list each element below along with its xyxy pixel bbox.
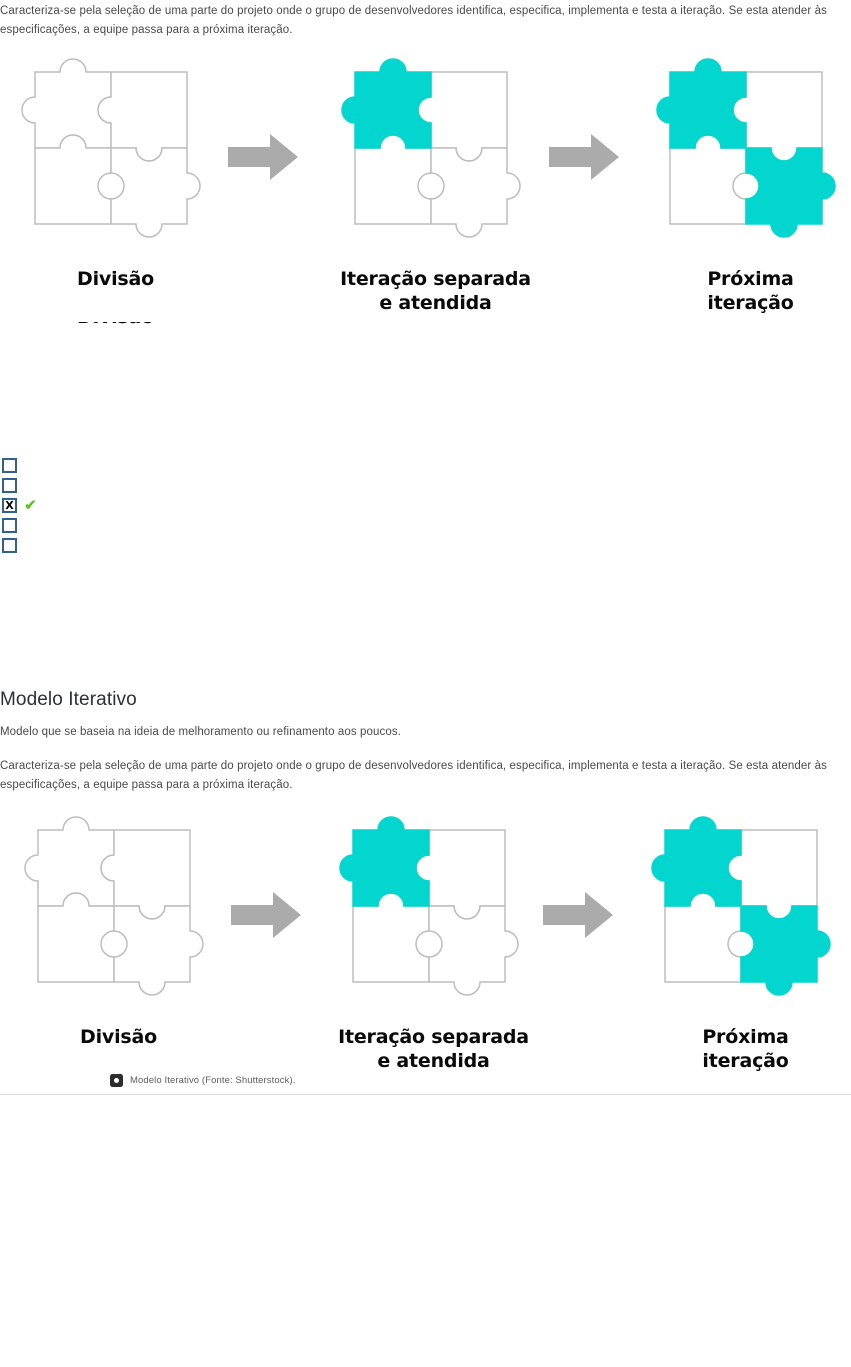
- puzzle-stage-3-proxima-iteracao-bottom: [638, 800, 851, 1022]
- puzzle-stage-3-proxima-iteracao: [643, 42, 851, 264]
- camera-icon: [110, 1074, 123, 1087]
- puzzle-label-divisao-top: Divisão: [77, 268, 154, 290]
- correct-answer-check-icon: ✔: [24, 495, 37, 514]
- arrow-right-icon-1: [228, 134, 298, 180]
- quiz-option-row-1[interactable]: [0, 455, 37, 475]
- label-line-2: e atendida: [379, 292, 492, 314]
- label-line-2: iteração: [702, 1050, 789, 1072]
- puzzle-stage-1-divisao-bottom: [11, 800, 226, 1022]
- quiz-options-list[interactable]: X ✔: [0, 455, 37, 555]
- section-heading-modelo-iterativo: Modelo Iterativo: [0, 689, 137, 710]
- quiz-checkbox-3[interactable]: X: [2, 497, 17, 513]
- puzzle-labels-bottom: Divisão Iteração separada e atendida Pró…: [0, 1025, 851, 1083]
- puzzle-stage-2-iteracao-separada: [328, 42, 543, 264]
- label-line-1: Próxima: [707, 268, 794, 290]
- quiz-checkbox-1[interactable]: [2, 457, 17, 473]
- label-line-1: Iteração separada: [340, 268, 531, 290]
- clipped-label-text: Divisão: [8, 322, 223, 329]
- quiz-option-row-3[interactable]: X ✔: [0, 495, 37, 515]
- puzzle-stage-2-iteracao-separada-bottom: [326, 800, 541, 1022]
- label-line-1: Iteração separada: [338, 1026, 529, 1048]
- puzzle-stage-1-divisao: [8, 42, 223, 264]
- label-line-1: Próxima: [702, 1026, 789, 1048]
- puzzle-stage-row-bottom: [0, 800, 851, 1025]
- diagram-top: Divisão Iteração separada e atendida Pró…: [0, 42, 851, 325]
- puzzle-labels-top: Divisão Iteração separada e atendida Pró…: [0, 267, 851, 325]
- figure-caption: Modelo Iterativo (Fonte: Shutterstock).: [110, 1074, 295, 1087]
- puzzle-label-iteracao-separada-bottom: Iteração separada e atendida: [311, 1025, 556, 1073]
- quiz-checkbox-2[interactable]: [2, 477, 17, 493]
- section-paragraph-2: Caracteriza-se pela seleção de uma parte…: [0, 760, 827, 791]
- puzzle-label-iteracao-separada-top: Iteração separada e atendida: [313, 267, 558, 315]
- puzzle-label-proxima-iteracao-top: Próxima iteração: [643, 267, 851, 315]
- diagram-bottom: Divisão Iteração separada e atendida Pró…: [0, 800, 851, 1083]
- puzzle-label-divisao-bottom: Divisão: [80, 1026, 157, 1048]
- arrow-right-icon-3: [231, 892, 301, 938]
- quiz-option-row-5[interactable]: [0, 535, 37, 555]
- quiz-option-row-2[interactable]: [0, 475, 37, 495]
- figure-caption-text: Modelo Iterativo (Fonte: Shutterstock).: [130, 1075, 296, 1086]
- top-excerpt-paragraph: Caracteriza-se pela seleção de uma parte…: [0, 5, 827, 36]
- section-paragraph-1: Modelo que se baseia na ideia de melhora…: [0, 726, 402, 738]
- quiz-checkbox-4[interactable]: [2, 517, 17, 533]
- puzzle-label-proxima-iteracao-bottom: Próxima iteração: [638, 1025, 851, 1073]
- quiz-option-row-4[interactable]: [0, 515, 37, 535]
- quiz-checkbox-5[interactable]: [2, 537, 17, 553]
- puzzle-stage-row-top: [0, 42, 851, 267]
- clipped-label-fragment: Divisão: [8, 322, 223, 329]
- arrow-right-icon-4: [543, 892, 613, 938]
- section-divider: [0, 1094, 851, 1095]
- label-line-2: iteração: [707, 292, 794, 314]
- arrow-right-icon-2: [549, 134, 619, 180]
- label-line-2: e atendida: [377, 1050, 490, 1072]
